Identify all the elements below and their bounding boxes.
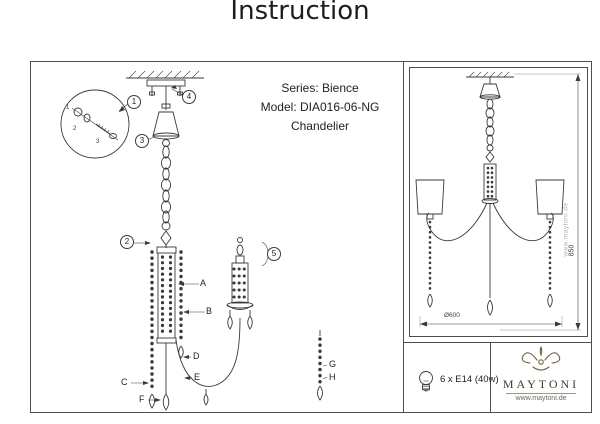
diameter-dimension-label: Ø600	[444, 312, 460, 319]
callout-3: 3	[135, 134, 149, 148]
part-label-c: C	[121, 377, 128, 387]
divider-horizontal-footer	[403, 342, 591, 343]
page-title: Instruction	[230, 0, 370, 26]
part-label-h: H	[329, 372, 336, 382]
part-label-d: D	[193, 351, 200, 361]
part-label-g: G	[329, 359, 337, 369]
divider-vertical-main	[403, 61, 404, 412]
callout-4: 4	[182, 90, 196, 104]
brand-name: MAYTONI	[502, 377, 580, 391]
part-label-f: F	[139, 394, 145, 404]
detail-number-2: 2	[73, 126, 77, 132]
content-frame	[30, 61, 592, 413]
watermark-text: www.maytoni.de	[562, 202, 570, 257]
product-model: Model: DIA016-06-NG	[260, 100, 380, 114]
brand-website: www.maytoni.de	[515, 395, 567, 402]
detail-number-3: 3	[96, 139, 100, 145]
callout-5: 5	[267, 247, 281, 261]
height-dimension-label: 850	[568, 244, 576, 257]
part-label-a: A	[200, 278, 207, 288]
brand-divider	[506, 393, 576, 394]
product-series: Series: Bience	[281, 81, 359, 95]
lamp-spec-label: 6 x E14 (40w)	[440, 374, 499, 385]
callout-1: 1	[127, 95, 141, 109]
product-type: Chandelier	[290, 119, 350, 133]
part-label-b: B	[206, 306, 213, 316]
divider-vertical-footer	[490, 342, 491, 412]
product-info: Series: Bience Model: DIA016-06-NG Chand…	[235, 79, 405, 136]
detail-number-1: 1	[66, 105, 70, 111]
chandelier-drawing-frame	[409, 67, 588, 337]
part-label-e: E	[194, 372, 201, 382]
callout-2: 2	[120, 235, 134, 249]
